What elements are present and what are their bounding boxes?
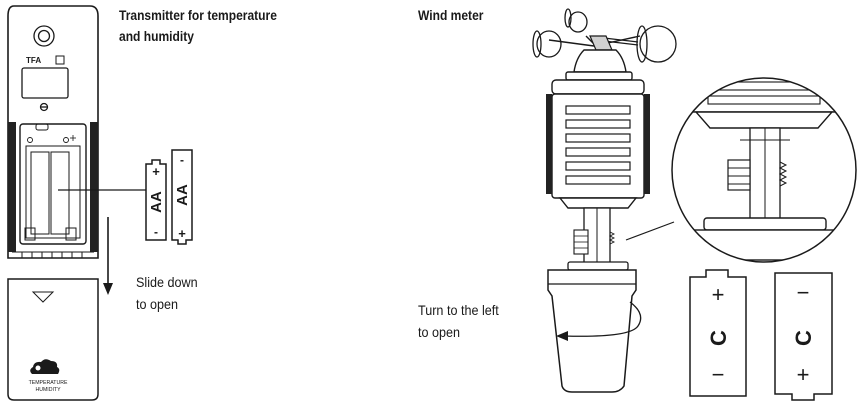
display-window xyxy=(21,67,69,99)
zoom-circle xyxy=(671,77,857,263)
c2-bottom-sign: + xyxy=(797,362,810,387)
battery-cup xyxy=(547,269,637,393)
c2-top-sign: − xyxy=(797,280,810,305)
sensor-button-icon xyxy=(33,25,55,47)
led-indicator-icon xyxy=(39,102,49,112)
battery-cover xyxy=(7,278,99,401)
aa2-bottom-sign: + xyxy=(178,226,186,241)
aa1-top-sign: + xyxy=(152,164,160,179)
heading-wind-meter: Wind meter xyxy=(418,7,484,23)
heading-transmitter-line1: Transmitter for temperature xyxy=(119,7,277,23)
transmitter-body xyxy=(7,5,99,259)
wind-meter-housing xyxy=(551,35,645,95)
aa-battery-1: + - AA xyxy=(145,159,167,241)
rotation-arrow xyxy=(556,301,642,341)
cover-label-line2: HUMIDITY xyxy=(35,387,61,393)
aa2-top-sign: - xyxy=(180,153,184,167)
aa1-bottom-sign: - xyxy=(154,225,158,239)
mount-shaft xyxy=(567,207,629,271)
aa-battery-2: - + AA xyxy=(171,149,193,245)
heading-transmitter-line2: and humidity xyxy=(119,28,194,44)
caption-slide-line2: to open xyxy=(136,296,179,312)
c2-label: C xyxy=(791,330,816,346)
cover-label-line1: TEMPERATURE xyxy=(29,380,68,386)
slide-down-arrow xyxy=(103,217,113,295)
zoom-connector-line xyxy=(625,221,675,241)
c1-bottom-sign: − xyxy=(712,362,725,387)
caption-turn-line2: to open xyxy=(418,324,461,340)
logo: TFA xyxy=(26,55,65,65)
caption-turn-line1: Turn to the left xyxy=(418,302,499,318)
c-battery-1: + − C xyxy=(689,269,747,397)
zoom-detail xyxy=(685,78,843,261)
cloud-icon xyxy=(30,359,60,374)
aa2-label: AA xyxy=(174,184,191,206)
battery-compartment xyxy=(19,123,87,245)
bottom-vents xyxy=(12,251,94,258)
c-battery-2: − + C xyxy=(774,272,833,401)
logo-text: TFA xyxy=(26,56,41,65)
radiation-shield xyxy=(546,93,650,209)
caption-slide-line1: Slide down xyxy=(136,274,198,290)
c1-top-sign: + xyxy=(712,282,725,307)
c1-label: C xyxy=(706,330,731,346)
aa1-label: AA xyxy=(148,191,165,213)
